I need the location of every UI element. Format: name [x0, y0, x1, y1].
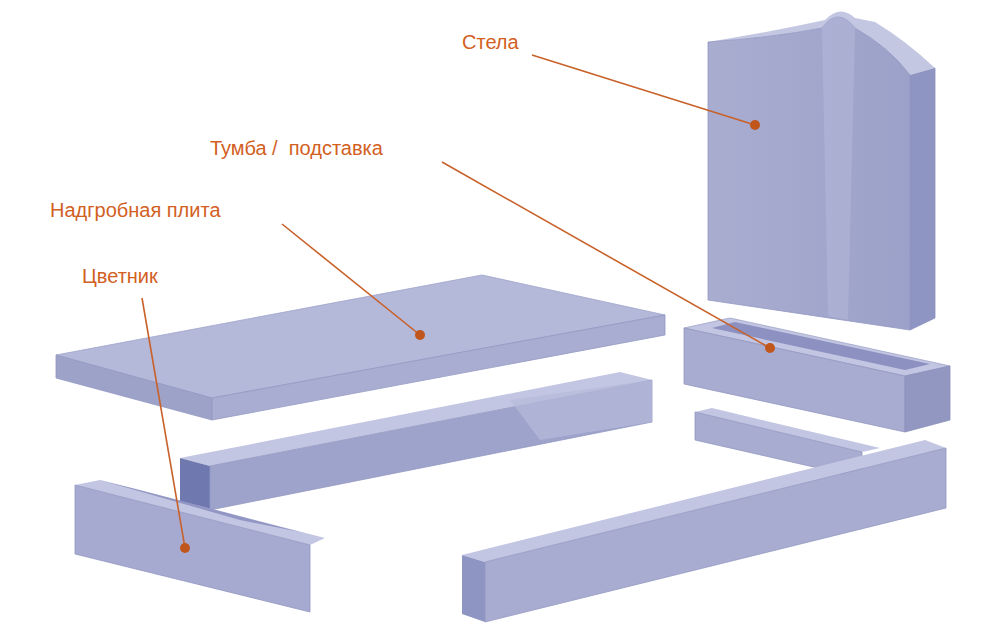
leader-line [282, 224, 420, 335]
leader-dot [415, 330, 425, 340]
flowerbed [75, 372, 946, 622]
part-label: Стела [462, 30, 519, 54]
part-label: Тумба / подставка [210, 136, 383, 160]
leader-line [532, 55, 755, 125]
leader-line [442, 162, 770, 348]
leader-line [142, 298, 185, 548]
part-label: Надгробная плита [50, 198, 221, 222]
part-label: Цветник [82, 264, 158, 288]
leader-dots [180, 120, 775, 553]
leader-dot [180, 543, 190, 553]
leader-dot [765, 343, 775, 353]
leader-dot [750, 120, 760, 130]
leader-lines [142, 55, 770, 548]
stela [708, 11, 935, 330]
